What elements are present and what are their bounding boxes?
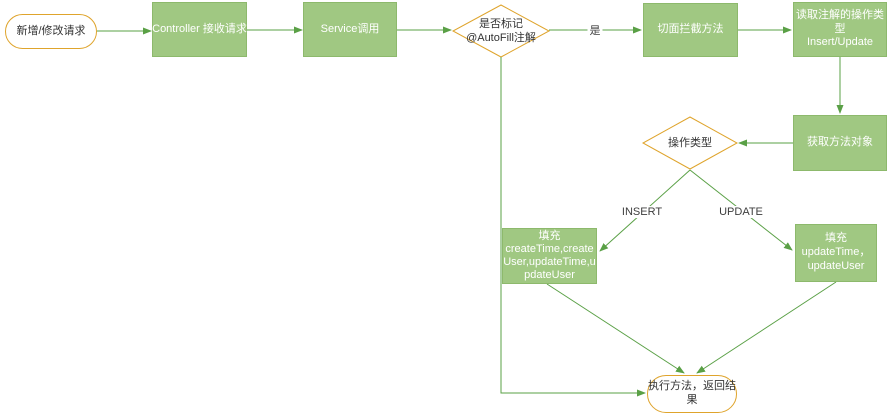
node-operation-type-label: 操作类型 [668, 136, 712, 149]
node-start-label: 新增/修改请求 [16, 24, 86, 37]
node-autofill-check-label: 是否标记 @AutoFill注解 [466, 17, 536, 44]
node-service: Service调用 [303, 2, 397, 57]
edge-autofill-no-to-end [500, 57, 646, 397]
node-read-annotation-type: 读取注解的操作类型 Insert/Update [793, 2, 887, 57]
node-fill-update: 填充updateTime， updateUser [795, 224, 877, 282]
node-start: 新增/修改请求 [5, 14, 97, 49]
node-controller: Controller 接收请求 [152, 2, 247, 57]
node-fill-update-label: 填充updateTime， updateUser [801, 232, 871, 272]
node-aspect-intercept: 切面拦截方法 [643, 3, 738, 57]
edge-label-insert: INSERT [619, 206, 665, 218]
edge-fill-insert-to-end [546, 283, 685, 374]
node-controller-label: Controller 接收请求 [152, 22, 247, 35]
edge-label-update: UPDATE [717, 206, 765, 218]
node-fill-insert: 填充 createTime,createUser,updateTime,upda… [502, 228, 597, 284]
node-get-method-object-label: 获取方法对象 [807, 136, 873, 149]
decision-diamond-operation-type [641, 116, 739, 170]
node-autofill-check: 是否标记 @AutoFill注解 [453, 5, 549, 57]
node-end-label: 执行方法，返回结 果 [648, 380, 736, 406]
node-read-annotation-type-label: 读取注解的操作类型 Insert/Update [796, 8, 884, 49]
node-get-method-object: 获取方法对象 [793, 115, 887, 171]
node-end: 执行方法，返回结 果 [647, 375, 737, 413]
node-operation-type: 操作类型 [643, 117, 737, 169]
node-service-label: Service调用 [320, 22, 380, 35]
edge-fill-update-to-end [696, 281, 837, 374]
node-fill-insert-label: 填充 createTime,createUser,updateTime,upda… [503, 229, 596, 282]
node-aspect-intercept-label: 切面拦截方法 [657, 23, 724, 36]
edge-label-yes: 是 [587, 22, 603, 38]
